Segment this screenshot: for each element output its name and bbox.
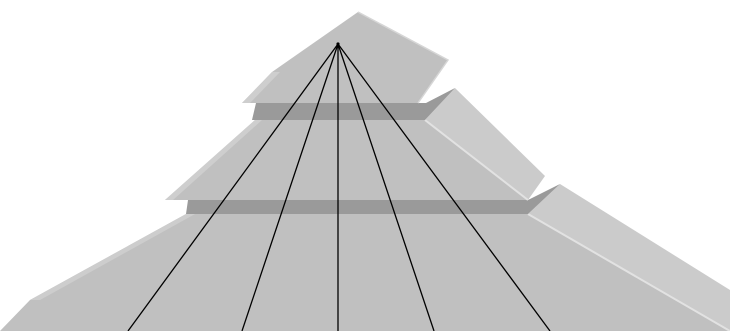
ray-apex bbox=[336, 42, 339, 45]
